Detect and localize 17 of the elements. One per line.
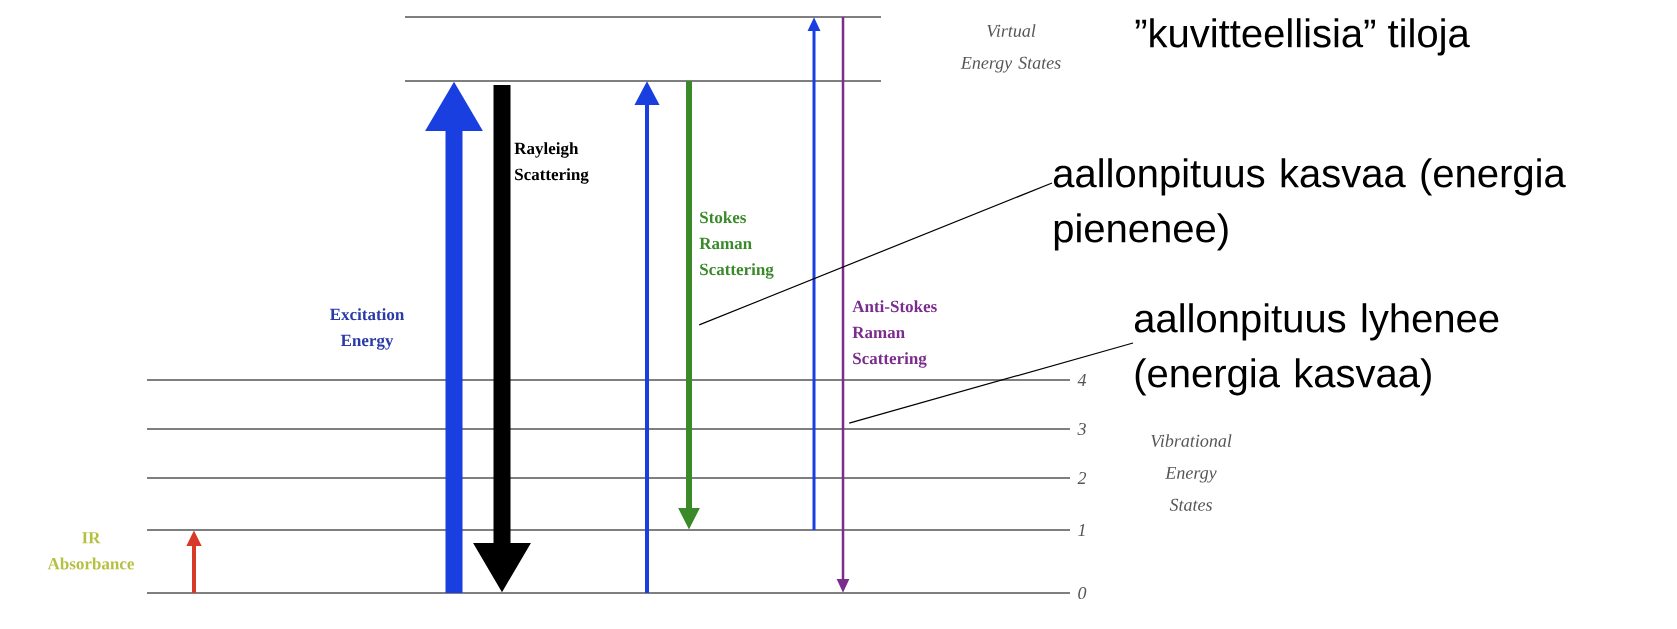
level-number: 3 bbox=[1077, 422, 1086, 436]
level-number: 0 bbox=[1078, 586, 1087, 600]
annotation-text: aallonpituus kasvaa (energia pienenee) bbox=[1053, 158, 1566, 251]
leader-line bbox=[848, 342, 1134, 424]
level-number: 1 bbox=[1078, 524, 1085, 536]
leader-line bbox=[698, 182, 1053, 326]
state-label: Vibrational Energy States bbox=[1151, 434, 1232, 511]
annotation-text: aallonpituus lyhenee (energia kasvaa) bbox=[1134, 303, 1499, 396]
process-label: Rayleigh Scattering bbox=[514, 142, 589, 184]
process-label: IR Absorbance bbox=[47, 532, 134, 570]
process-label: Excitation Energy bbox=[330, 308, 405, 350]
process-label: Anti-Stokes Raman Scattering bbox=[852, 300, 937, 368]
process-label: Stokes Raman Scattering bbox=[699, 211, 774, 279]
annotation-text: ”kuvitteellisia” tiloja bbox=[1135, 18, 1470, 56]
level-number: 2 bbox=[1077, 472, 1087, 484]
level-number: 4 bbox=[1077, 374, 1087, 386]
state-label: Virtual Energy States bbox=[960, 24, 1061, 73]
